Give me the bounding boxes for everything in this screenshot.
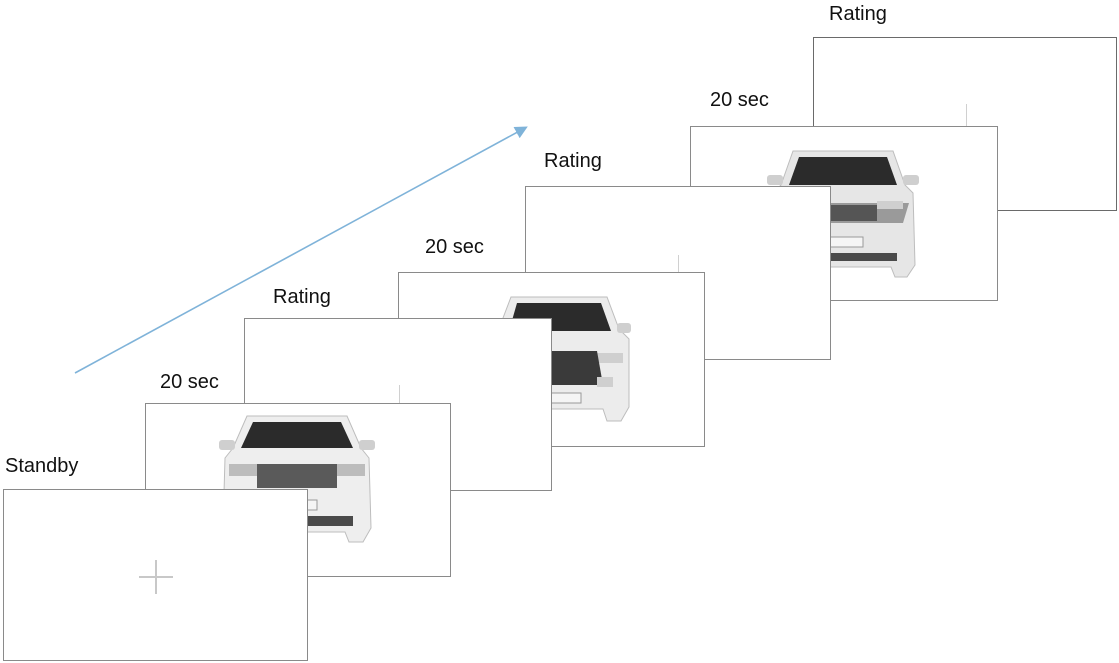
standby-frame [3, 489, 308, 661]
step-label-20sec-3: 20 sec [710, 89, 769, 111]
step-label-rating-2: Rating [544, 150, 602, 172]
step-label-standby: Standby [5, 455, 79, 477]
rating-marker [966, 104, 967, 130]
step-label-rating-1: Rating [273, 286, 331, 308]
rating-marker [678, 255, 679, 279]
rating-marker [399, 385, 400, 407]
step-label-20sec-1: 20 sec [160, 371, 219, 393]
step-label-20sec-2: 20 sec [425, 236, 484, 258]
step-label-rating-3: Rating [829, 3, 887, 25]
fixation-cross-icon [139, 560, 173, 594]
